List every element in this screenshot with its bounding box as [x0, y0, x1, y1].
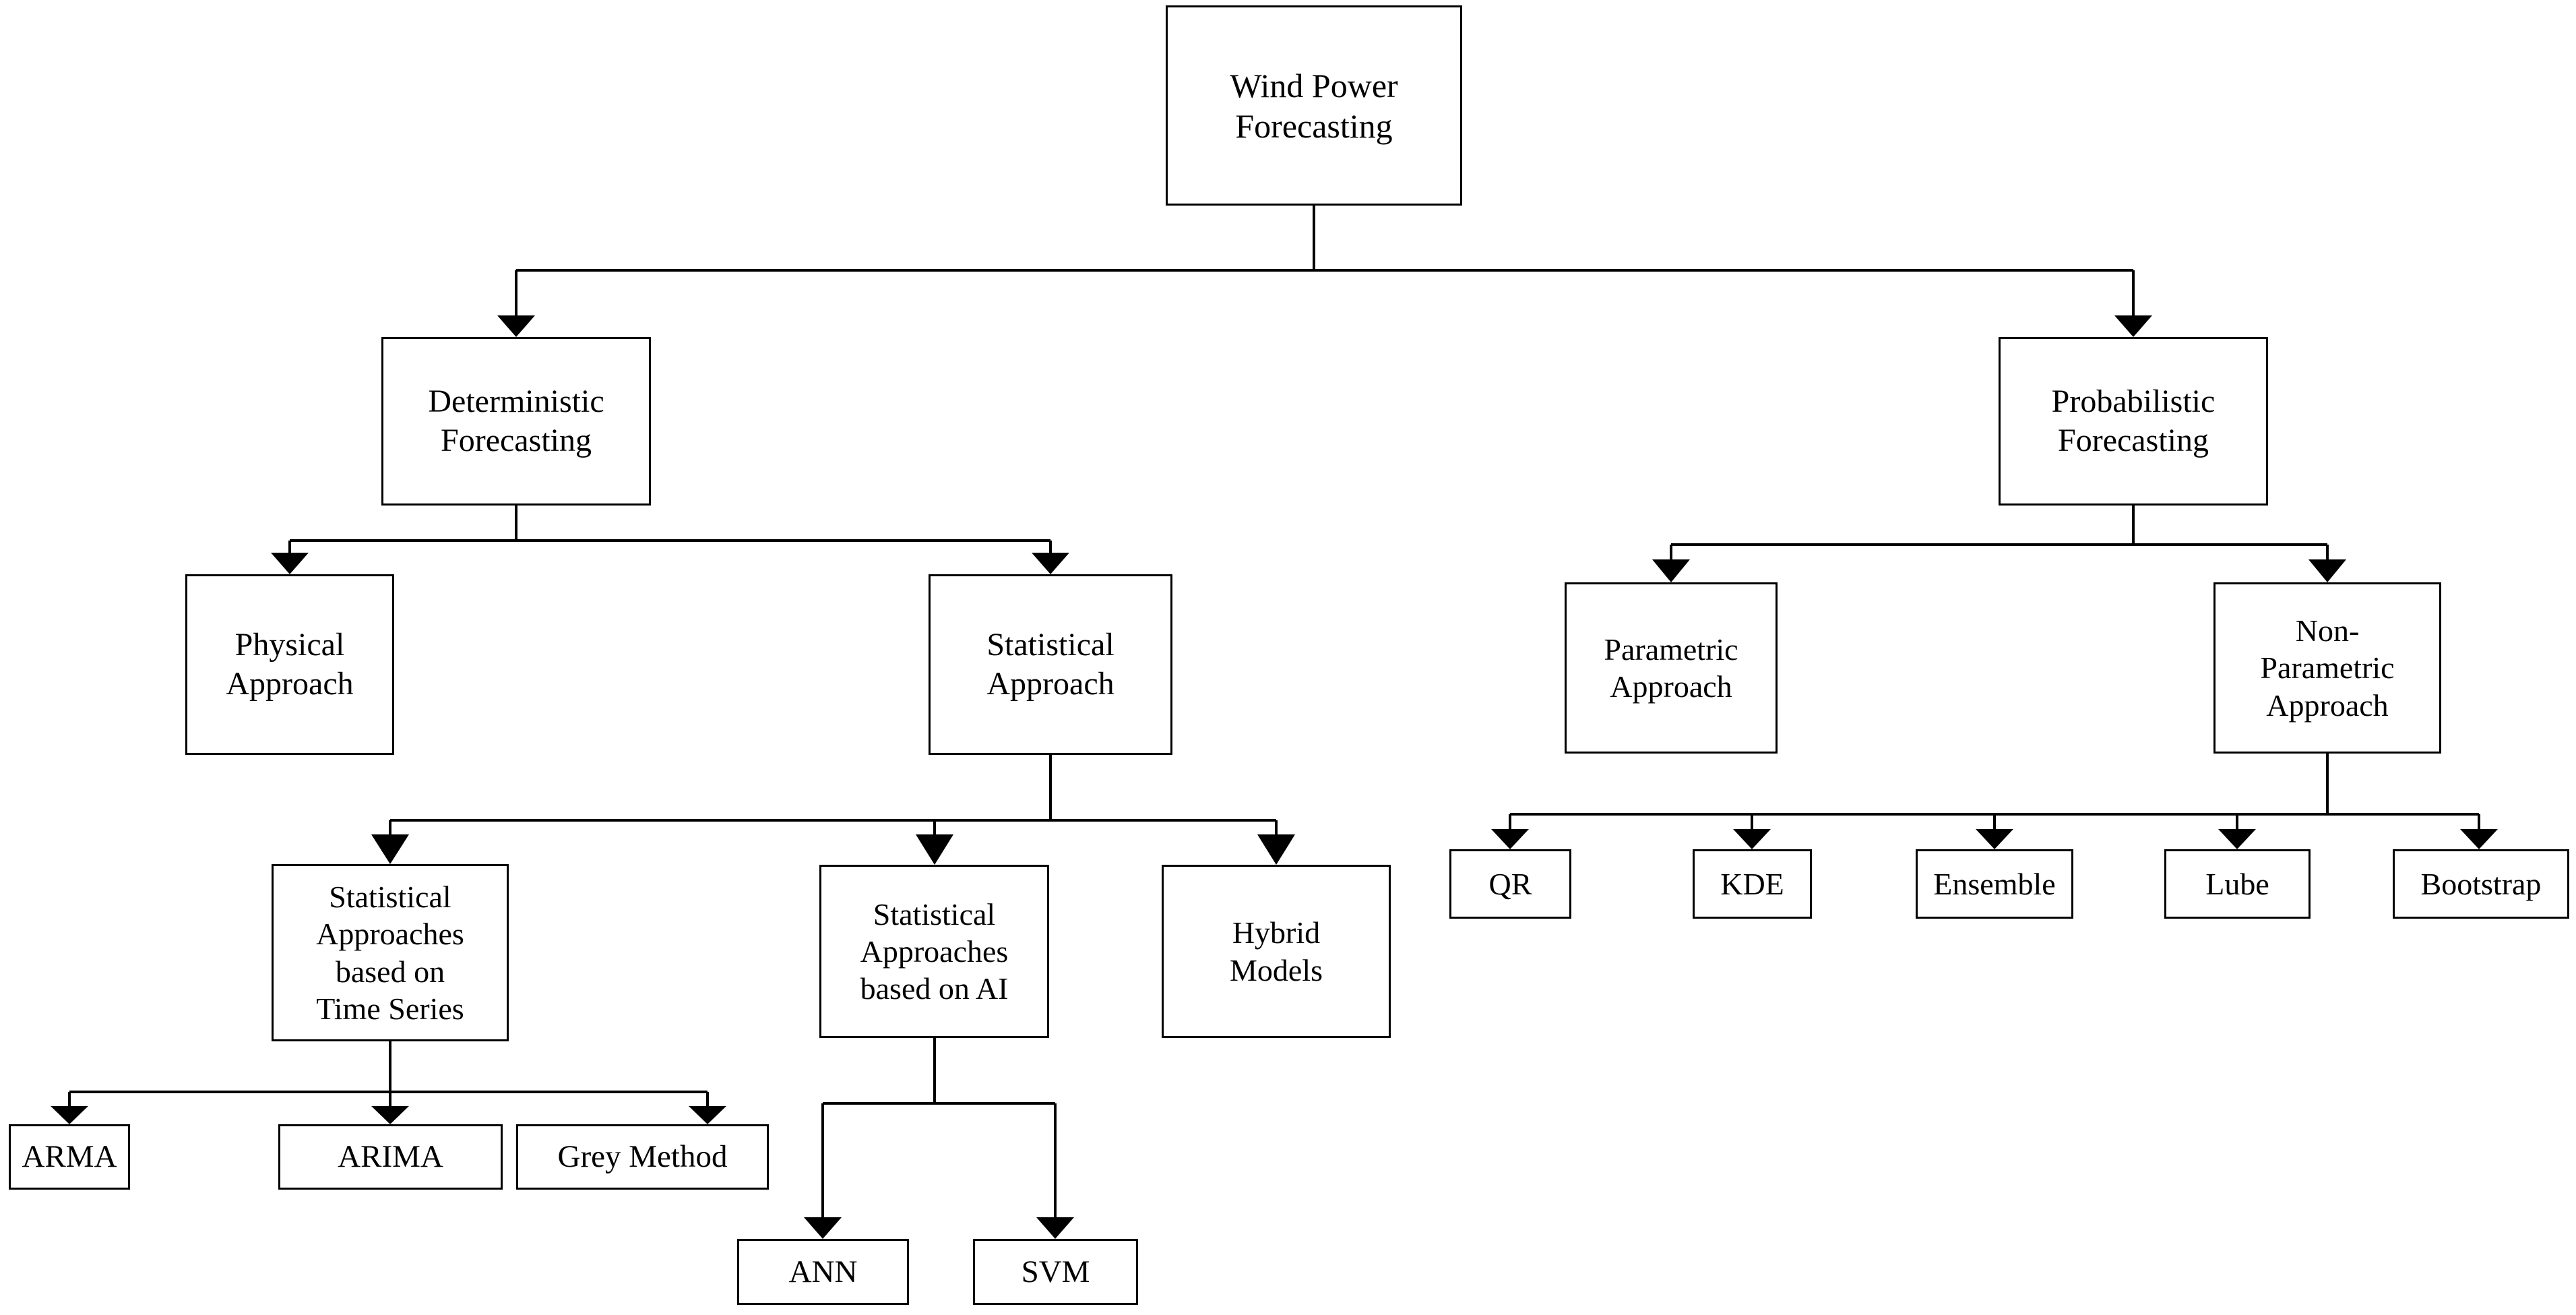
node-statistical-approach[interactable]: Statistical Approach — [929, 574, 1172, 755]
node-arma[interactable]: ARMA — [9, 1124, 130, 1190]
node-kde[interactable]: KDE — [1693, 849, 1812, 919]
node-parametric-approach[interactable]: Parametric Approach — [1565, 582, 1778, 754]
edge-ai-to-leaves — [821, 1038, 1057, 1219]
node-lube[interactable]: Lube — [2164, 849, 2311, 919]
node-svm[interactable]: SVM — [973, 1239, 1138, 1305]
edge-deterministic-to-children — [288, 506, 1052, 554]
node-hybrid-models[interactable]: Hybrid Models — [1162, 865, 1391, 1038]
node-physical-approach[interactable]: Physical Approach — [185, 574, 394, 755]
node-arima[interactable]: ARIMA — [278, 1124, 503, 1190]
edge-root-to-level1 — [515, 206, 2135, 317]
node-ensemble[interactable]: Ensemble — [1916, 849, 2073, 919]
node-probabilistic-forecasting[interactable]: Probabilistic Forecasting — [1999, 337, 2268, 506]
node-qr[interactable]: QR — [1449, 849, 1571, 919]
node-statistical-approaches-time-series[interactable]: Statistical Approaches based on Time Ser… — [272, 864, 509, 1041]
edge-time-series-to-leaves — [68, 1041, 709, 1107]
node-non-parametric-approach[interactable]: Non- Parametric Approach — [2213, 582, 2441, 754]
node-grey-method[interactable]: Grey Method — [516, 1124, 769, 1190]
edge-nonparametric-to-leaves — [1509, 754, 2480, 830]
node-statistical-approaches-ai[interactable]: Statistical Approaches based on AI — [819, 865, 1049, 1038]
node-ann[interactable]: ANN — [737, 1239, 909, 1305]
edge-probabilistic-to-children — [1670, 506, 2329, 561]
node-bootstrap[interactable]: Bootstrap — [2393, 849, 2569, 919]
node-deterministic-forecasting[interactable]: Deterministic Forecasting — [381, 337, 651, 506]
edge-statistical-approach-to-children — [389, 755, 1278, 836]
node-wind-power-forecasting[interactable]: Wind Power Forecasting — [1166, 5, 1462, 206]
